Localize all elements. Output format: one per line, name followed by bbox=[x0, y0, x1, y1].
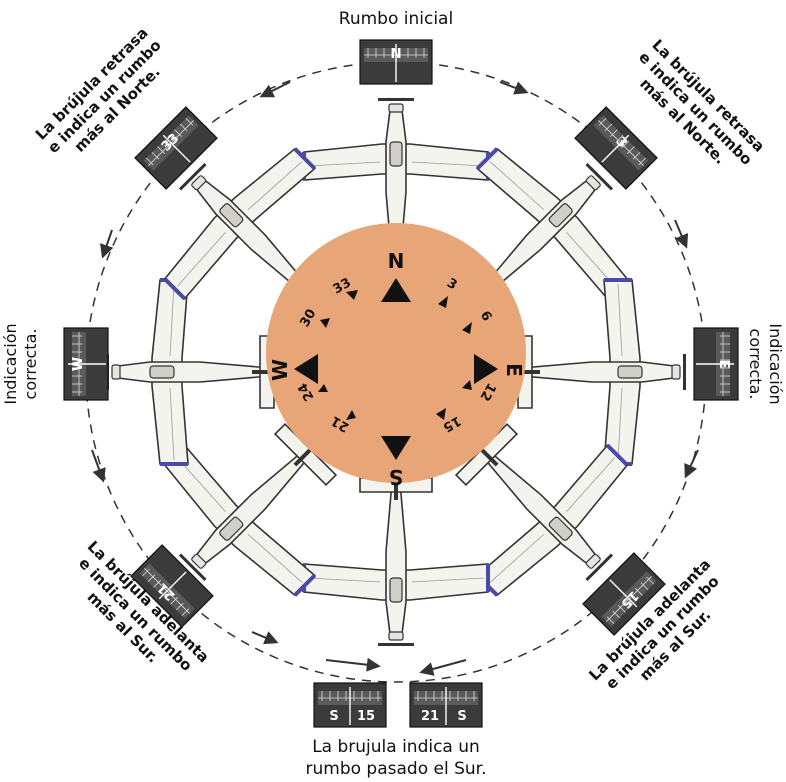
direction-arrow-icon bbox=[674, 219, 689, 249]
marker-21 bbox=[346, 410, 356, 420]
direction-arrow-icon bbox=[100, 229, 114, 259]
cardinal-n: N bbox=[388, 249, 405, 273]
cardinal-s: S bbox=[389, 465, 403, 489]
gauge-west-label: W bbox=[71, 357, 86, 371]
gauge-north-label: N bbox=[391, 47, 402, 62]
label-bottom-line2: rumbo pasado el Sur. bbox=[306, 759, 487, 779]
direction-arrow-icon bbox=[499, 81, 529, 95]
gauge-bottom-b-left: 21 bbox=[421, 709, 439, 724]
gauge-bottom-b-right: S bbox=[457, 709, 466, 724]
west-arrow-icon bbox=[294, 354, 318, 384]
airplane-icon bbox=[301, 475, 491, 647]
marker-24 bbox=[318, 384, 328, 392]
label-left: Indicación correcta. bbox=[1, 323, 40, 404]
label-right-line2: correcta. bbox=[746, 329, 765, 400]
direction-arrows bbox=[91, 81, 699, 676]
label-top-left-line2: e indica un rumbo bbox=[44, 36, 165, 157]
compass-rose-disc bbox=[266, 223, 526, 483]
gauge-bottom-b: 21 S bbox=[409, 682, 483, 728]
direction-arrow-icon bbox=[684, 449, 699, 479]
east-arrow-icon bbox=[474, 354, 498, 384]
cardinal-w: W bbox=[268, 359, 292, 381]
gauge-bottom-a-right: 15 bbox=[357, 709, 375, 724]
marker-30 bbox=[320, 318, 330, 328]
direction-arrow-icon bbox=[419, 659, 467, 676]
label-top: Rumbo inicial bbox=[339, 9, 453, 29]
gauge-west: W bbox=[63, 327, 109, 401]
label-left-line2: correcta. bbox=[21, 329, 40, 400]
marker-15 bbox=[436, 408, 446, 420]
marker-33 bbox=[346, 290, 358, 300]
marker-3 bbox=[438, 296, 448, 308]
airplane-icon bbox=[515, 277, 687, 467]
label-top-right-line2: e indica un rumbo bbox=[635, 48, 756, 169]
compass-rose: N E S W 3 6 12 15 21 24 30 33 bbox=[266, 223, 526, 489]
gauge-bottom-a-left: S bbox=[329, 709, 338, 724]
marker-6 bbox=[462, 322, 472, 334]
compass-card-icon bbox=[313, 682, 387, 728]
direction-arrow-icon bbox=[325, 657, 381, 672]
compass-card-icon bbox=[574, 106, 658, 190]
direction-arrow-icon bbox=[251, 631, 279, 645]
gauge-bottom-a: S 15 bbox=[313, 682, 387, 728]
direction-arrow-icon bbox=[91, 449, 106, 483]
gauge-east-label: E bbox=[716, 360, 731, 369]
marker-12 bbox=[462, 380, 472, 390]
direction-arrow-icon bbox=[259, 81, 291, 98]
gauge-northeast: 3 bbox=[574, 106, 658, 190]
gauge-east: E bbox=[693, 327, 739, 401]
north-arrow-icon bbox=[381, 278, 411, 302]
gauge-southeast: 15 bbox=[582, 552, 666, 636]
gauge-north: N bbox=[359, 39, 433, 85]
gauge-southwest: 21 bbox=[130, 544, 214, 628]
gauge-northwest: 33 bbox=[134, 106, 218, 190]
airplane-icon bbox=[105, 277, 277, 467]
compass-card-icon bbox=[134, 106, 218, 190]
gauges: N 3 E 15 21 W 33 S 15 bbox=[63, 39, 739, 728]
label-right-line1: Indicación bbox=[766, 323, 785, 404]
cardinal-e: E bbox=[502, 363, 526, 377]
label-left-line1: Indicación bbox=[1, 323, 20, 404]
label-right: Indicación correcta. bbox=[746, 323, 785, 404]
label-bottom-line1: La brujula indica un bbox=[312, 737, 480, 757]
south-arrow-icon bbox=[381, 436, 411, 460]
